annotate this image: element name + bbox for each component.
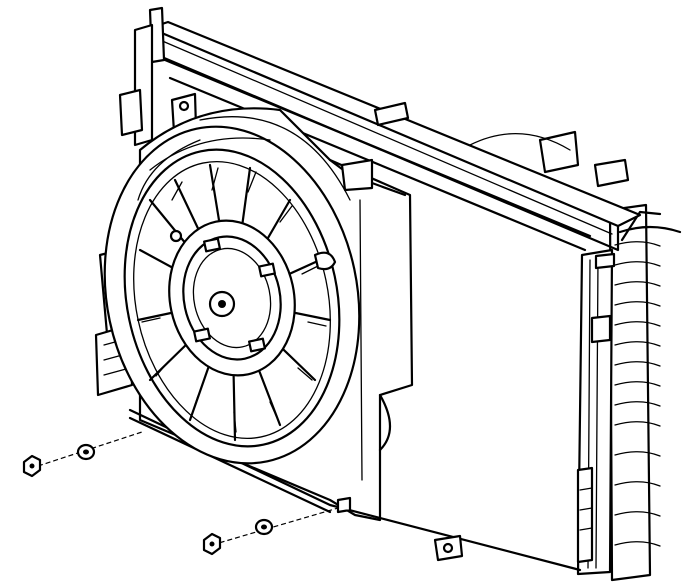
shroud-tab — [169, 229, 337, 271]
upper-bracket-right — [373, 101, 630, 188]
fan-motor — [168, 219, 296, 377]
condenser — [608, 203, 682, 582]
upper-bracket-left — [118, 6, 198, 147]
fastener-lower — [202, 507, 339, 556]
radiator-tank-right — [576, 248, 616, 576]
fastener-upper — [22, 431, 143, 478]
